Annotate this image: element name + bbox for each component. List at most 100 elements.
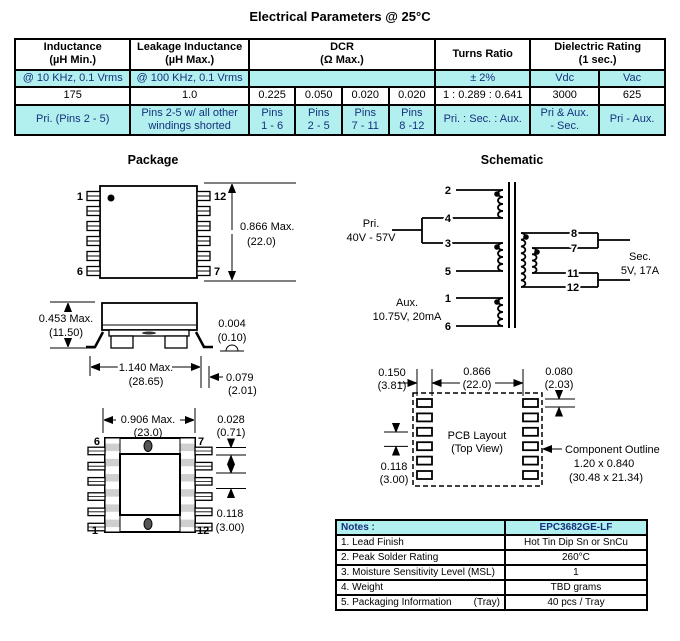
aux-label: Aux. <box>396 297 418 309</box>
dim-lead-in: 0.079 <box>226 372 254 384</box>
schematic-pin: 6 <box>445 321 451 333</box>
dcr-pins-4: Pins 8 -12 <box>387 103 437 137</box>
package-side-view: 0.453 Max. (11.50) 0.004 (0.10) 1.140 Ma… <box>39 301 257 397</box>
outline-mm: (30.48 x 21.34) <box>569 472 643 484</box>
pin-label: 7 <box>198 436 204 448</box>
inductance-value: 175 <box>13 86 132 106</box>
component-outline-box <box>412 392 543 487</box>
pin-label: 7 <box>214 266 220 278</box>
header-row: Inductance (µH Min.) Leakage Inductance … <box>13 38 666 71</box>
note-row: 2. Peak Solder Rating 260°C <box>335 549 649 566</box>
dcr-value-1: 0.225 <box>247 86 297 106</box>
dim-coplanarity-in: 0.004 <box>218 318 246 330</box>
vac-windings: Pri - Aux. <box>598 103 666 137</box>
dim-height-mm: (22.0) <box>247 236 276 248</box>
primary-label: Pri. <box>363 218 380 230</box>
dcr-pins-2: Pins 2 - 5 <box>294 103 343 137</box>
note-label: 5. Packaging Information (Tray) <box>335 594 506 611</box>
sec-spec: 5V, 17A <box>621 265 660 277</box>
note-row: 3. Moisture Sensitivity Level (MSL) 1 <box>335 564 649 581</box>
inductance-condition: @ 10 KHz, 0.1 Vrms <box>13 68 132 89</box>
aux-spec: 10.75V, 20mA <box>373 311 442 323</box>
dcr-value-4: 0.020 <box>387 86 437 106</box>
dim-width-in: 0.906 Max. <box>121 414 175 426</box>
schematic-heading: Schematic <box>480 153 544 167</box>
vac-label: Vac <box>598 68 666 89</box>
note-label: 3. Moisture Sensitivity Level (MSL) <box>335 564 506 581</box>
note-row: 5. Packaging Information (Tray) 40 pcs /… <box>335 594 649 611</box>
pcb-pitch-mm: (3.00) <box>380 474 409 486</box>
turns-windings: Pri. : Sec. : Aux. <box>434 103 532 137</box>
leakage-condition: @ 100 KHz, 0.1 Vrms <box>129 68 250 89</box>
col-leakage: Leakage Inductance (µH Max.) <box>129 38 250 71</box>
col-turns-ratio: Turns Ratio <box>434 38 532 71</box>
col-dcr: DCR (Ω Max.) <box>247 38 437 71</box>
notes-header: Notes : <box>335 519 506 536</box>
dim-coplanarity-mm: (0.10) <box>218 332 247 344</box>
conditions-row: @ 10 KHz, 0.1 Vrms @ 100 KHz, 0.1 Vrms ±… <box>13 68 666 89</box>
pin-label: 12 <box>214 191 226 203</box>
dim-leadw-mm: (0.71) <box>217 427 246 439</box>
leakage-value: 1.0 <box>129 86 250 106</box>
dcr-value-3: 0.020 <box>340 86 390 106</box>
schematic-drawing: 2 4 3 5 1 6 Pri. 40V - 57V Aux. 10.75V, … <box>347 182 660 333</box>
package-drawing: 1 6 12 7 0.866 Max. (22.0) <box>39 182 296 537</box>
vdc-windings: Pri & Aux. - Sec. <box>529 103 601 137</box>
pin-label: 1 <box>92 525 98 537</box>
schematic-pin: 4 <box>445 213 452 225</box>
pcb-padh-mm: (2.03) <box>545 379 574 391</box>
note-label-text: 5. Packaging Information <box>341 597 452 608</box>
dim-body-h-in: 0.453 Max. <box>39 313 93 325</box>
note-label: 1. Lead Finish <box>335 534 506 551</box>
dcr-pins-3: Pins 7 - 11 <box>340 103 390 137</box>
dim-pitch-in: 0.118 <box>217 508 244 520</box>
primary-voltage: 40V - 57V <box>347 232 397 244</box>
pcb-label-line1: PCB Layout <box>448 430 507 442</box>
pin-label: 6 <box>77 266 83 278</box>
dim-length-mm: (28.65) <box>129 376 164 388</box>
pcb-padw-in: 0.150 <box>378 367 406 379</box>
package-top-view: 1 6 12 7 0.866 Max. (22.0) <box>77 182 296 282</box>
dcr-value-2: 0.050 <box>294 86 343 106</box>
polarity-dot <box>494 191 500 197</box>
note-value: 1 <box>503 564 649 581</box>
windings-row: Pri. (Pins 2 - 5) Pins 2-5 w/ all other … <box>13 103 666 137</box>
transformer-core <box>508 182 516 328</box>
polarity-dot <box>494 244 500 250</box>
note-label: 4. Weight <box>335 579 506 596</box>
dim-body-h-mm: (11.50) <box>49 327 83 339</box>
polarity-dot <box>523 234 529 240</box>
dim-pitch-mm: (3.00) <box>216 522 245 534</box>
note-row: 1. Lead Finish Hot Tin Dip Sn or SnCu <box>335 534 649 551</box>
pin-label: 1 <box>77 191 83 203</box>
page-title: Electrical Parameters @ 25°C <box>249 9 431 24</box>
outline-in: 1.20 x 0.840 <box>574 458 635 470</box>
dcr-condition <box>247 68 437 89</box>
note-value: 260°C <box>503 549 649 566</box>
values-row: 175 1.0 0.225 0.050 0.020 0.020 1 : 0.28… <box>13 86 666 106</box>
schematic-pin: 5 <box>445 266 451 278</box>
vdc-value: 3000 <box>529 86 601 106</box>
col-dielectric: Dielectric Rating (1 sec.) <box>529 38 666 71</box>
note-label-suffix: (Tray) <box>473 597 500 608</box>
dim-lead-mm: (2.01) <box>228 385 257 397</box>
notes-table: Notes : EPC3682GE-LF 1. Lead Finish Hot … <box>335 519 649 611</box>
vac-value: 625 <box>598 86 666 106</box>
turns-ratio-value: 1 : 0.289 : 0.641 <box>434 86 532 106</box>
pcb-span-mm: (22.0) <box>463 379 492 391</box>
schematic-pin: 1 <box>445 293 451 305</box>
pin1-dot <box>107 194 115 202</box>
dim-length-in: 1.140 Max. <box>119 362 173 374</box>
turns-tolerance: ± 2% <box>434 68 532 89</box>
vdc-label: Vdc <box>529 68 601 89</box>
schematic-pin: 8 <box>571 228 577 240</box>
schematic-pin: 12 <box>567 282 579 294</box>
sec-label: Sec. <box>629 251 651 263</box>
pin-label: 6 <box>94 436 100 448</box>
pcb-padh-in: 0.080 <box>545 366 573 378</box>
pcb-padw-mm: (3.81) <box>378 380 407 392</box>
electrical-parameters-table: Inductance (µH Min.) Leakage Inductance … <box>13 38 666 137</box>
col-inductance: Inductance (µH Min.) <box>13 38 132 71</box>
note-row: 4. Weight TBD grams <box>335 579 649 596</box>
note-value: 40 pcs / Tray <box>503 594 649 611</box>
